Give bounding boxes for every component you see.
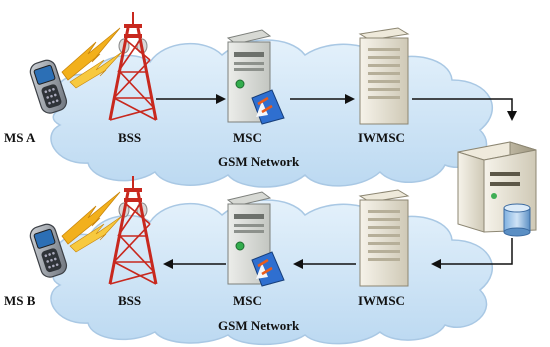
server-icon (358, 27, 410, 125)
flow-arrow (156, 94, 226, 104)
mobile-phone-icon (29, 59, 68, 114)
msc-label: MSC (233, 130, 262, 145)
radio-tower-icon (108, 12, 158, 121)
database-icon (503, 203, 531, 237)
network-label: GSM Network (218, 154, 300, 169)
lightning-signal-icon (61, 27, 123, 89)
mobile-phone-icon (29, 223, 68, 278)
msc-switch-icon (251, 89, 285, 125)
flow-arrow (412, 98, 517, 121)
lightning-signal-icon (61, 191, 123, 253)
server-icon (226, 191, 272, 285)
ms-a-label: MS A (4, 130, 36, 145)
server-icon (358, 189, 410, 287)
msc-label: MSC (233, 293, 262, 308)
ms-b-label: MS B (4, 293, 36, 308)
radio-tower-icon (108, 176, 158, 285)
flow-arrow (163, 259, 226, 269)
bss-label: BSS (118, 293, 141, 308)
msc-switch-icon (251, 251, 285, 287)
network-label: GSM Network (218, 318, 300, 333)
flow-arrow (290, 94, 355, 104)
iwmsc-label: IWMSC (358, 130, 405, 145)
flow-arrow (431, 238, 513, 269)
flow-arrow (293, 259, 356, 269)
bss-label: BSS (118, 130, 141, 145)
iwmsc-label: IWMSC (358, 293, 405, 308)
